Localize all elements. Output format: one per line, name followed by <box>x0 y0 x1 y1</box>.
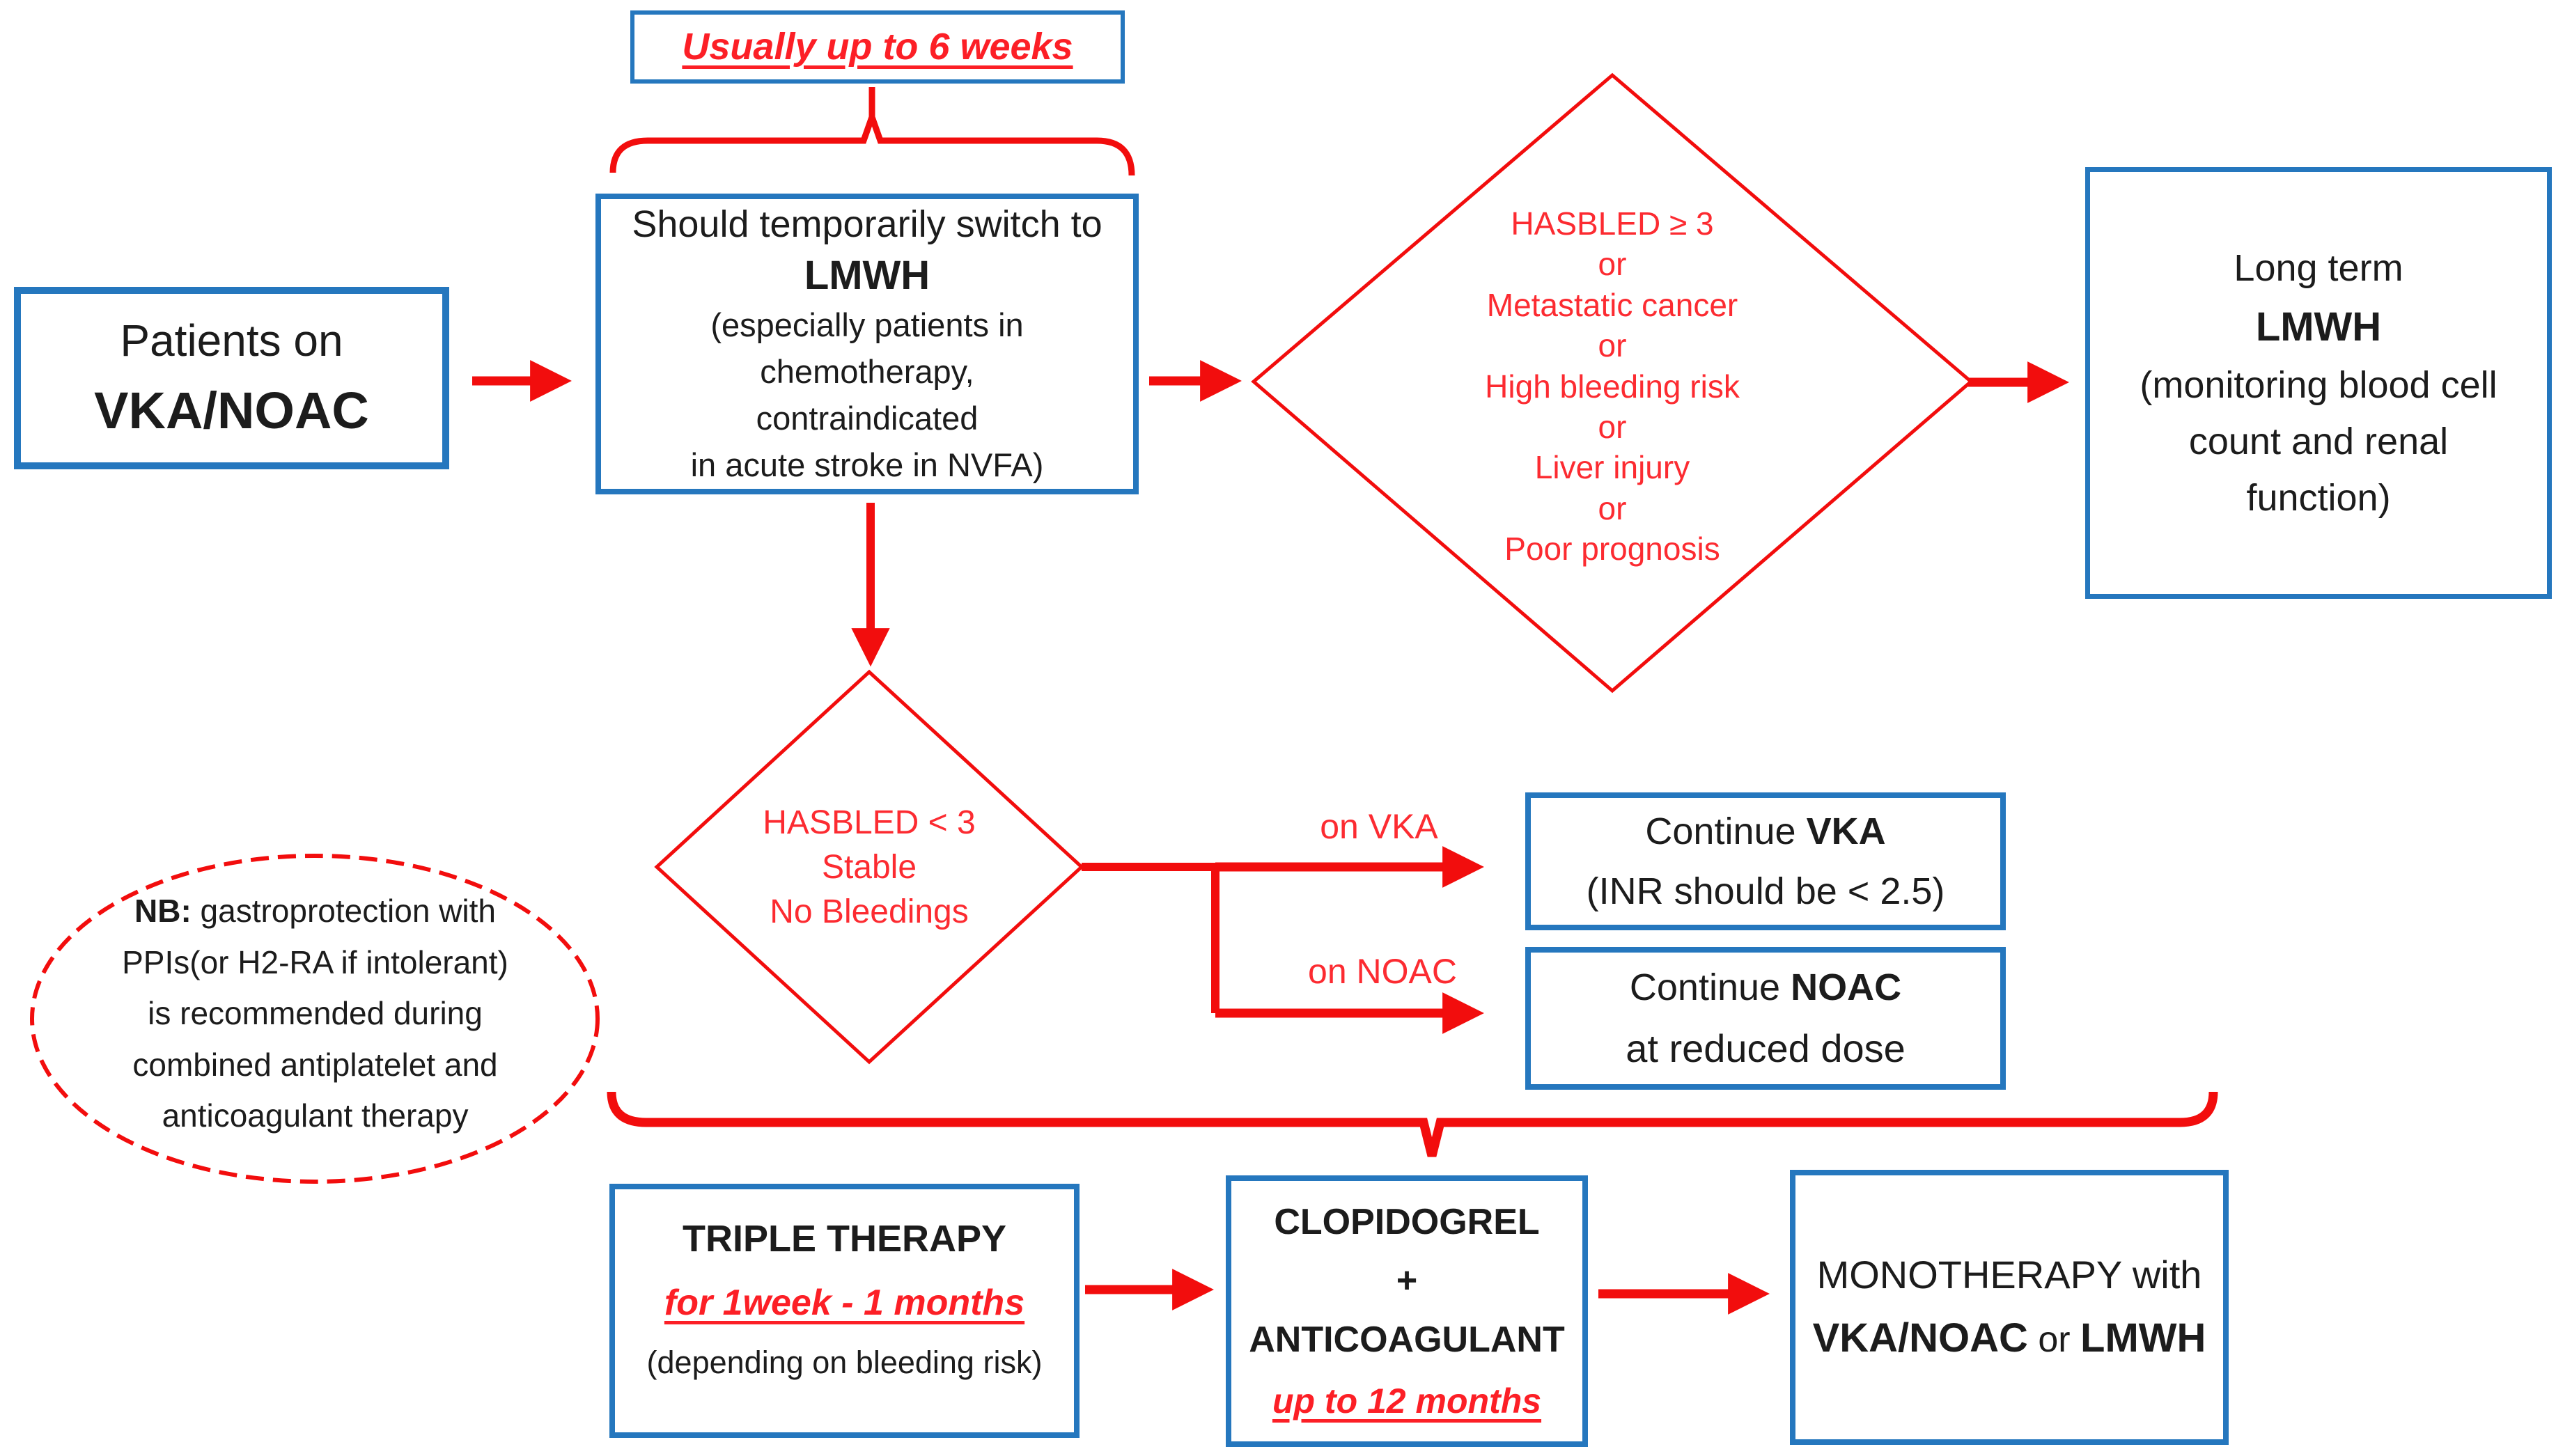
longterm-line: Long term <box>2234 246 2403 289</box>
triple-duration-text: for 1week - 1 months <box>664 1283 1025 1324</box>
decision-line: Liver injury <box>1534 449 1690 486</box>
monotherapy-line2: VKA/NOAC or LMWH <box>1813 1306 2206 1371</box>
triple-line: (depending on bleeding risk) <box>646 1344 1043 1380</box>
nb-note-text: NB: gastroprotection with PPIs(or H2-RA … <box>52 886 578 1142</box>
clopidogrel-line-bold: CLOPIDOGREL <box>1274 1202 1540 1243</box>
continue-vka-box: Continue VKA (INR should be < 2.5) <box>1525 792 2006 930</box>
branch-connector <box>1082 863 1219 1013</box>
duration-note-box: Usually up to 6 weeks <box>630 10 1125 84</box>
continue-noac-bold: NOAC <box>1791 966 1902 1008</box>
brace-duration <box>609 87 1135 176</box>
nb-line: is recommended during <box>148 995 483 1032</box>
decision-line: High bleeding risk <box>1485 368 1740 405</box>
clopidogrel-plus: + <box>1396 1260 1418 1301</box>
monotherapy-line: MONOTHERAPY with <box>1816 1253 2202 1297</box>
monotherapy-box: MONOTHERAPY with VKA/NOAC or LMWH <box>1790 1170 2229 1445</box>
clopidogrel-duration-text: up to 12 months <box>1272 1381 1542 1420</box>
decision-hasbled-high-text: HASBLED ≥ 3 or Metastatic cancer or High… <box>1369 203 1856 570</box>
monotherapy-bold2: LMWH <box>2080 1315 2206 1361</box>
clopidogrel-box: CLOPIDOGREL + ANTICOAGULANT up to 12 mon… <box>1226 1175 1588 1447</box>
continue-noac-line: Continue NOAC <box>1630 957 1901 1017</box>
brace-bottom <box>607 1091 2218 1157</box>
decision-hasbled-low-shape <box>654 669 1084 1065</box>
nb-line: NB: gastroprotection with <box>52 886 578 937</box>
monotherapy-bold1: VKA/NOAC <box>1812 1315 2028 1361</box>
patients-line-bold: VKA/NOAC <box>94 381 369 439</box>
decision-line: Stable <box>821 848 917 886</box>
decision-line: No Bleedings <box>770 893 969 930</box>
switch-line: in acute stroke in NVFA) <box>690 446 1044 483</box>
nb-line: PPIs(or H2-RA if intolerant) <box>122 944 508 980</box>
switch-line-bold: LMWH <box>804 252 930 298</box>
switch-line: (especially patients in <box>710 306 1024 344</box>
nb-line-rest: gastroprotection with <box>191 893 496 929</box>
decision-line: or <box>1598 246 1627 283</box>
decision-line: or <box>1598 327 1627 364</box>
continue-vka-pre: Continue <box>1645 810 1807 852</box>
monotherapy-or: or <box>2027 1319 2081 1360</box>
patients-line: Patients on <box>120 315 343 366</box>
branch-label-on-noac: on NOAC <box>1308 952 1457 991</box>
decision-line: or <box>1598 409 1627 446</box>
decision-line: Metastatic cancer <box>1486 286 1738 323</box>
nb-label: NB: <box>134 893 192 929</box>
decision-line: or <box>1598 490 1627 526</box>
duration-note-text: Usually up to 6 weeks <box>682 26 1073 68</box>
decision-line: HASBLED < 3 <box>763 804 976 841</box>
nb-line: anticoagulant therapy <box>162 1097 469 1134</box>
continue-noac-pre: Continue <box>1629 966 1791 1008</box>
continue-noac-line2: at reduced dose <box>1626 1026 1906 1070</box>
switch-line: chemotherapy, <box>760 353 974 391</box>
switch-line: contraindicated <box>756 399 979 437</box>
nb-line: combined antiplatelet and <box>132 1046 498 1083</box>
continue-noac-box: Continue NOAC at reduced dose <box>1525 947 2006 1090</box>
patients-box: Patients on VKA/NOAC <box>14 287 449 469</box>
longterm-line: function) <box>2246 476 2391 519</box>
longterm-line-bold: LMWH <box>2255 304 2382 350</box>
decision-hasbled-low-text: HASBLED < 3 Stable No Bleedings <box>695 801 1043 934</box>
triple-therapy-box: TRIPLE THERAPY for 1week - 1 months (dep… <box>609 1184 1080 1438</box>
triple-line-bold: TRIPLE THERAPY <box>682 1218 1007 1260</box>
long-term-lmwh-box: Long term LMWH (monitoring blood cell co… <box>2085 167 2552 599</box>
switch-line: Should temporarily switch to <box>632 203 1102 245</box>
anticoagulant-line-bold: ANTICOAGULANT <box>1249 1319 1565 1360</box>
decision-hasbled-high-shape <box>1251 72 1974 694</box>
continue-vka-line: Continue VKA <box>1645 801 1885 861</box>
decision-line: Poor prognosis <box>1504 531 1720 567</box>
longterm-line: (monitoring blood cell <box>2140 363 2497 406</box>
decision-line: HASBLED ≥ 3 <box>1511 205 1714 242</box>
longterm-line: count and renal <box>2188 420 2449 462</box>
branch-label-on-vka: on VKA <box>1320 807 1438 846</box>
nb-note-shape <box>30 854 600 1184</box>
continue-vka-line2: (INR should be < 2.5) <box>1586 870 1945 912</box>
switch-lmwh-box: Should temporarily switch to LMWH (espec… <box>595 194 1139 494</box>
continue-vka-bold: VKA <box>1806 810 1886 852</box>
